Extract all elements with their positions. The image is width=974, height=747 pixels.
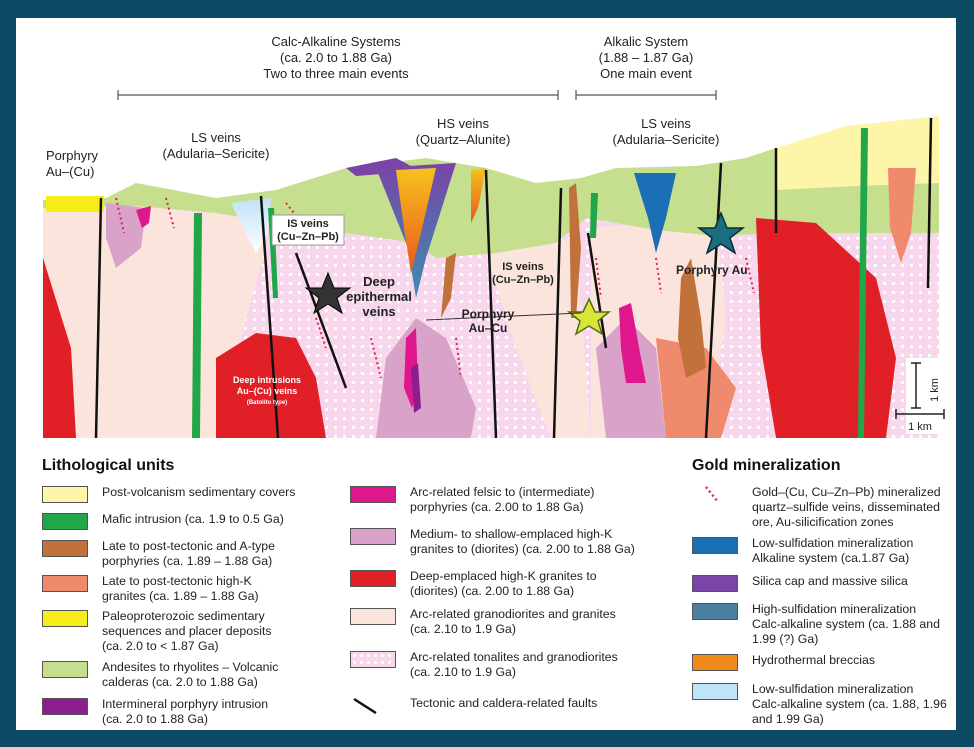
legend-swatch (42, 540, 88, 557)
is-left-label: IS veins (287, 218, 329, 230)
lithological-units-title: Lithological units (42, 457, 174, 475)
legend-swatch (350, 608, 396, 625)
legend-item: Post-volcanism sedimentary covers (42, 485, 295, 503)
figure-frame: Calc-Alkaline Systems(ca. 2.0 to 1.88 Ga… (16, 18, 956, 730)
legend-label: Late to post-tectonic high-K granites (c… (102, 574, 259, 604)
legend-swatch (42, 575, 88, 592)
legend-item: Late to post-tectonic high-K granites (c… (42, 574, 259, 604)
legend-label: Andesites to rhyolites – Volcanic calder… (102, 660, 278, 690)
deep-intrusions-label-2: Au–(Cu) veins (237, 386, 298, 396)
legend-swatch (350, 651, 396, 668)
legend-label: Medium- to shallow-emplaced high-K grani… (410, 527, 635, 557)
legend-item: Low-sulfidation mineralization Calc-alka… (692, 682, 947, 727)
legend-item: Late to post-tectonic and A-type porphyr… (42, 539, 275, 569)
is-mid-label: IS veins (502, 261, 544, 273)
geologic-cross-section: Calc-Alkaline Systems(ca. 2.0 to 1.88 Ga… (16, 18, 956, 448)
scale-horizontal-label: 1 km (908, 421, 932, 433)
legend-label: Post-volcanism sedimentary covers (102, 485, 295, 500)
deep-epithermal-label-2: epithermal (346, 289, 412, 304)
hs-label-2: (Quartz–Alunite) (416, 132, 511, 147)
porphyry-au-label: Porphyry Au (676, 263, 748, 277)
ls-right-label-2: (Adularia–Sericite) (613, 132, 720, 147)
legend-item: Hydrothermal breccias (692, 653, 875, 671)
svg-text:HS veins(Quartz–Alunite): HS veins(Quartz–Alunite) (416, 116, 511, 147)
deep-epithermal-label: Deep (363, 274, 395, 289)
legend-label: Mafic intrusion (ca. 1.9 to 0.5 Ga) (102, 512, 284, 527)
is-left-label-2: (Cu–Zn–Pb) (277, 231, 339, 243)
legend-swatch (350, 528, 396, 545)
legend-swatch (692, 654, 738, 671)
legend-swatch (692, 683, 738, 700)
paleoproterozoic-sediments (46, 196, 104, 212)
legend-item: Silica cap and massive silica (692, 574, 908, 592)
legend-swatch (350, 697, 396, 714)
legend-label: Silica cap and massive silica (752, 574, 908, 589)
legend-item: Medium- to shallow-emplaced high-K grani… (350, 527, 635, 557)
porphyry-mid-label: Porphyry (462, 307, 515, 321)
calc-alkaline-events: Two to three main events (263, 66, 409, 81)
legend-swatch (42, 698, 88, 715)
porphyry-top-label: Porphyry (46, 148, 99, 163)
legend-item: Mafic intrusion (ca. 1.9 to 0.5 Ga) (42, 512, 284, 530)
legend-swatch (350, 486, 396, 503)
svg-text:Alkalic System(1.88 – 1.87 Ga): Alkalic System(1.88 – 1.87 Ga)One main e… (599, 34, 694, 81)
legend-label: Low-sulfidation mineralization Calc-alka… (752, 682, 947, 727)
legend-label: Arc-related tonalites and granodiorites … (410, 650, 618, 680)
ls-right-label: LS veins (641, 116, 691, 131)
legend-label: Arc-related granodiorites and granites (… (410, 607, 616, 637)
legend-swatch (692, 575, 738, 592)
legend-label: Hydrothermal breccias (752, 653, 875, 668)
gold-mineralization-title: Gold mineralization (692, 457, 840, 475)
legend-label: Tectonic and caldera-related faults (410, 696, 597, 711)
legend-item: Tectonic and caldera-related faults (350, 696, 597, 714)
deep-intrusions-label-3: (Batolito type) (247, 400, 287, 406)
legend-label: Arc-related felsic to (intermediate) por… (410, 485, 595, 515)
legend-item: Intermineral porphyry intrusion (ca. 2.0… (42, 697, 268, 727)
header-brackets (118, 90, 716, 100)
legend-label: Low-sulfidation mineralization Alkaline … (752, 536, 913, 566)
porphyry-mid-label-2: Au–Cu (469, 321, 508, 335)
alkalic-age: (1.88 – 1.87 Ga) (599, 50, 694, 65)
ls-left-label-2: (Adularia–Sericite) (163, 146, 270, 161)
legend-swatch (692, 486, 738, 503)
svg-text:LS veins(Adularia–Sericite): LS veins(Adularia–Sericite) (613, 116, 720, 147)
scale-vertical-label: 1 km (929, 378, 941, 402)
deep-epithermal-label-3: veins (362, 304, 395, 319)
legend-item: High-sulfidation mineralization Calc-alk… (692, 602, 940, 647)
legend-swatch (42, 610, 88, 627)
legend-item: Deep-emplaced high-K granites to (diorit… (350, 569, 597, 599)
legend-swatch (42, 661, 88, 678)
svg-text:LS veins(Adularia–Sericite): LS veins(Adularia–Sericite) (163, 130, 270, 161)
legend-swatch (692, 603, 738, 620)
legend-swatch (350, 570, 396, 587)
deep-intrusions-label: Deep intrusions (233, 375, 301, 385)
legend-label: Intermineral porphyry intrusion (ca. 2.0… (102, 697, 268, 727)
legend-label: High-sulfidation mineralization Calc-alk… (752, 602, 940, 647)
legend-item: Arc-related tonalites and granodiorites … (350, 650, 618, 680)
legend-label: Deep-emplaced high-K granites to (diorit… (410, 569, 597, 599)
calc-alkaline-title: Calc-Alkaline Systems (271, 34, 401, 49)
svg-text:Calc-Alkaline Systems(ca. 2.0: Calc-Alkaline Systems(ca. 2.0 to 1.88 Ga… (263, 34, 409, 81)
porphyry-top-label-2: Au–(Cu) (46, 164, 94, 179)
legend-item: Paleoproterozoic sedimentary sequences a… (42, 609, 272, 654)
legend-label: Paleoproterozoic sedimentary sequences a… (102, 609, 272, 654)
legend-swatch (42, 513, 88, 530)
legend-item: Andesites to rhyolites – Volcanic calder… (42, 660, 278, 690)
hs-label: HS veins (437, 116, 490, 131)
calc-alkaline-age: (ca. 2.0 to 1.88 Ga) (280, 50, 392, 65)
legend-item: Low-sulfidation mineralization Alkaline … (692, 536, 913, 566)
alkalic-events: One main event (600, 66, 692, 81)
ls-left-label: LS veins (191, 130, 241, 145)
is-mid-label-2: (Cu–Zn–Pb) (492, 274, 554, 286)
legend-label: Gold–(Cu, Cu–Zn–Pb) mineralized quartz–s… (752, 485, 941, 530)
legend-item: Arc-related felsic to (intermediate) por… (350, 485, 595, 515)
legend-item: Arc-related granodiorites and granites (… (350, 607, 616, 637)
legend-item: Gold–(Cu, Cu–Zn–Pb) mineralized quartz–s… (692, 485, 941, 530)
alkalic-title: Alkalic System (604, 34, 689, 49)
legend-label: Late to post-tectonic and A-type porphyr… (102, 539, 275, 569)
legend-swatch (692, 537, 738, 554)
legend-swatch (42, 486, 88, 503)
